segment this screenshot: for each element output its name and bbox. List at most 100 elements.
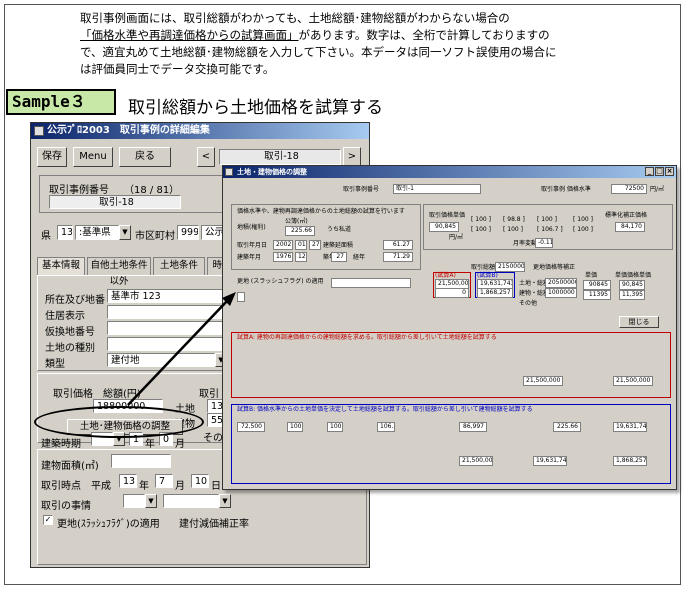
other-label: その他 [203,433,233,444]
intro-line-2-rest: があります。数字は、全桁で計算しておりますの [298,28,550,42]
circumstance-detail-dropdown-icon[interactable]: ▼ [219,494,231,508]
back-button[interactable]: 戻る [119,147,171,167]
build-year-label: 建築年月 [237,254,262,261]
adjust-titlebar: 土地・建物価格の調整 _ □ × [223,166,676,178]
remain-field[interactable]: 71.29 [383,252,413,262]
build-year-field[interactable]: 1976 [273,252,293,262]
built-month-unit: 月 [175,439,185,450]
pref-label: 県 [41,231,51,242]
a-building-field: 21,500,000 [613,376,653,386]
app-icon [225,168,233,176]
menu-button[interactable]: Menu [73,147,113,167]
public-area-label: 公簿(㎡) [285,218,308,225]
adjust-record-field: 取引-1 [393,184,481,194]
factor-3: [ 100 ] [537,216,557,223]
total-label: 取引総額 [471,264,496,271]
close-button[interactable]: 閉じる [619,316,659,328]
age-label: 築年 [323,254,336,261]
flag-checkbox[interactable]: ✓ [43,515,53,525]
record-indicator: 取引-18 [219,149,341,165]
condition-select[interactable] [331,278,411,288]
built-label: 建築時期 [41,439,81,450]
record-edit-titlebar: 公示ﾌﾟﾛ2003 取引事例の詳細編集 [31,123,369,139]
circumstance-select[interactable] [123,494,145,508]
factor-bottom-2: [ 100 ] [503,226,523,233]
age-field[interactable]: 27 [331,252,347,262]
circumstance-dropdown-icon[interactable]: ▼ [145,494,157,508]
after-label: 更地価格等補正 [533,264,576,271]
std-unit-label: 単価価格単価 [615,272,652,279]
trade-month-field[interactable]: 01 [295,240,307,250]
floor-field[interactable] [111,454,171,468]
building-group [37,449,367,565]
prev-record-button[interactable]: < [197,147,215,167]
trans-unit-label: 取引価格単価 [429,212,466,219]
trial-b-label: (試算B) [477,272,498,279]
highlight-ellipse [34,406,204,438]
time-day-field[interactable]: 10 [191,474,209,488]
land-area-field[interactable]: 225.66 [285,226,315,236]
std-unit-field: 90,845 [619,280,645,290]
provisional-label: 仮換地番号 [45,327,95,338]
adjust-title: 土地・建物価格の調整 [237,168,307,176]
maximize-icon[interactable]: □ [655,167,664,176]
trial-a-section [231,332,671,398]
unit-field-2: 11395 [583,290,611,300]
floor-area-field[interactable]: 61.27 [383,240,413,250]
pref-dropdown-icon[interactable]: ▼ [119,225,131,240]
category-field[interactable]: 建付地 [107,353,215,367]
record-no-label: 取引事例番号 （18 / 81） [49,185,180,196]
land-label: 土地 [175,404,195,415]
land-total-field[interactable]: 20500000 [545,278,577,288]
trade-day-field[interactable]: 27 [309,240,321,250]
residence-label: 住居表示 [45,311,85,322]
address-label: 所在及び地番 [45,295,105,306]
city-code-field[interactable]: 999 [177,225,199,240]
unit-price-field[interactable]: 72500 [611,184,647,194]
factor-4: [ 100 ] [573,216,593,223]
total-field[interactable]: 21500000 [495,262,525,272]
floor-area-label: 建築延面積 [323,242,354,249]
sample-title: 取引総額から土地価格を試算する [128,98,383,118]
tab-land-condition[interactable]: 土地条件 [153,257,205,275]
time-year-field[interactable]: 13 [119,474,137,488]
record-no-field: 取引-18 [49,195,181,209]
tab-basic-info[interactable]: 基本情報 [37,257,85,275]
base-info-header: 価格水準や、建物再調達価格からの土地総額の試算を行います [237,208,405,215]
record-edit-title: 公示ﾌﾟﾛ2003 取引事例の詳細編集 [47,125,210,136]
trade-year-field[interactable]: 2002 [273,240,293,250]
factor-bottom-1: [ 100 ] [471,226,491,233]
circumstance-detail-select[interactable] [163,494,219,508]
std-unit-field-2: 11,395 [619,290,645,300]
close-icon[interactable]: × [665,167,674,176]
record-edit-window: 公示ﾌﾟﾛ2003 取引事例の詳細編集 保存 Menu 戻る < 取引-18 >… [30,122,370,568]
other-total-label: その他 [519,300,538,307]
save-button[interactable]: 保存 [37,147,67,167]
b-val-2: 100 [287,422,303,432]
trial-b-header: 試算B: 価格水準からの土地単価を決定して土地総額を試算する。取引総額から差し引… [237,406,533,413]
build-month-field[interactable]: 12 [295,252,307,262]
std-price-field: 84,170 [615,222,645,232]
page-frame [4,4,681,585]
land-building-adjust-window: 土地・建物価格の調整 _ □ × 取引事例番号 取引-1 取引事例 価格水準 7… [222,165,677,490]
app-icon [34,126,44,136]
remain-label: 経年 [353,254,366,261]
building-total-field[interactable]: 1000000 [545,288,577,298]
intro-line-4: は評価員同士でデータ交換可能です。 [80,62,275,76]
pref-name-field[interactable]: :基準県 [75,225,119,240]
pref-code-field[interactable]: 13 [57,225,73,240]
building-total-label: 建物・総額 [519,290,550,297]
time-month-field[interactable]: 7 [155,474,173,488]
category-label: 類型 [45,359,65,370]
tab-non-land[interactable]: 自他土地条件以外 [87,257,151,287]
floor-label: 建物面積(㎡) [41,461,99,472]
land-type-label: 土地の種別 [45,343,95,354]
time-label: 取引時点 [41,481,81,492]
intro-link: 「価格水準や再調達価格からの試算画面」 [80,28,299,42]
std-price-label: 標準化補正価格 [605,212,648,219]
flag-checkbox-2[interactable] [237,292,245,302]
price-label: 取引価格 総額(円) [53,389,141,400]
minimize-icon[interactable]: _ [645,167,654,176]
b-val-1: 72,500 [237,422,265,432]
